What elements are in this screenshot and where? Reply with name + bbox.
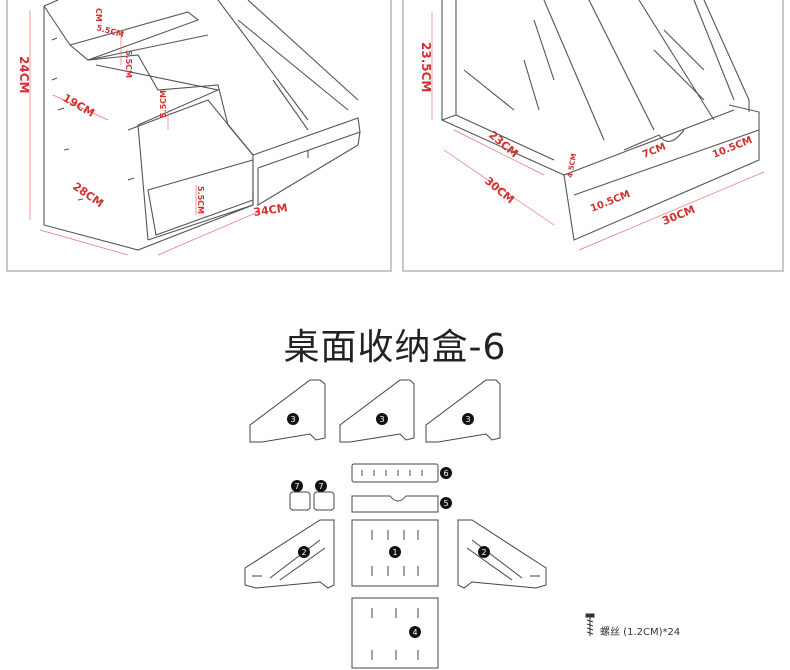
dim-drawer-height: 5.5CM (196, 186, 205, 214)
part-3-number-b: 3 (379, 415, 384, 424)
part-number-markers: 3 3 3 6 5 7 7 2 2 1 4 (287, 413, 490, 638)
dim-height: 24CM (17, 56, 31, 93)
screw-note: 螺丝 (1.2CM)*24 (600, 627, 681, 638)
part-5-bar (351, 495, 439, 513)
right-organizer-drawing: 23.5CM 23CM 30CM 4.5CM 10.5CM 7CM 10.5CM… (419, 0, 765, 251)
part-7-tab-a (289, 491, 311, 511)
part-6-bar (351, 463, 439, 483)
dim-shelf-height-c: 5.5CM (159, 90, 168, 118)
part-3-number-c: 3 (465, 415, 470, 424)
left-dimension-panel: CM 5.5CM 5.5CM 5.5CM 5.5CM 24CM 19CM 28C… (6, 0, 392, 272)
part-7-number-a: 7 (294, 482, 299, 491)
screw-icon (585, 613, 595, 636)
part-4-panel (351, 597, 439, 669)
part-5-number: 5 (443, 499, 448, 508)
right-dimension-panel: 23.5CM 23CM 30CM 4.5CM 10.5CM 7CM 10.5CM… (402, 0, 784, 272)
dim-width: 34CM (253, 201, 289, 219)
part-3-number-a: 3 (290, 415, 295, 424)
part-7-tab-b (313, 491, 335, 511)
part-3-panel-c (425, 379, 501, 443)
dim-height: 23.5CM (419, 42, 433, 92)
part-6-number: 6 (443, 469, 448, 478)
dim-top-partial: CM (94, 8, 103, 22)
left-organizer-drawing: CM 5.5CM 5.5CM 5.5CM 5.5CM 24CM 19CM 28C… (17, 0, 361, 256)
part-3-panel-a (249, 379, 326, 443)
part-2-number-right: 2 (481, 548, 486, 557)
part-7-number-b: 7 (318, 482, 323, 491)
part-3-panel-b (339, 379, 415, 443)
page-title: 桌面收纳盒-6 (283, 327, 507, 368)
part-2-side-left (244, 519, 335, 589)
dim-shelf-height-b: 5.5CM (124, 50, 133, 78)
part-1-number: 1 (392, 548, 397, 557)
part-2-number-left: 2 (301, 548, 306, 557)
part-2-side-right (457, 519, 547, 589)
part-4-number: 4 (412, 628, 417, 637)
